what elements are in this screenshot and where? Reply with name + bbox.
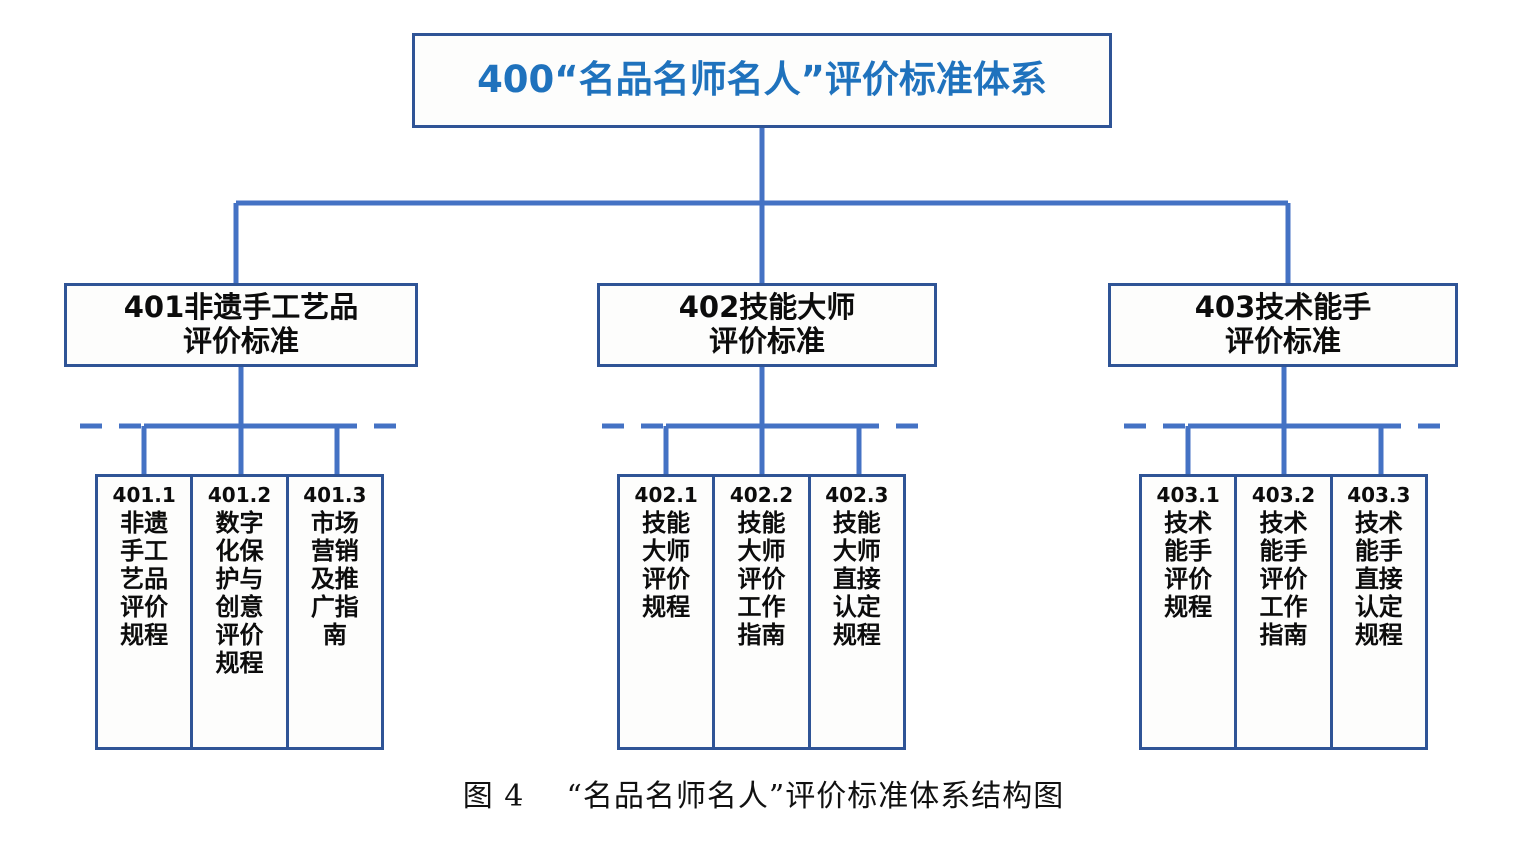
leaf-group-401: 401.1 非遗 手工 艺品 评价 规程 401.2 数字 化保 护与 创意 评… <box>95 474 384 750</box>
node-403-2-label: 技术 能手 评价 工作 指南 <box>1259 509 1308 650</box>
node-402[interactable]: 402技能大师 评价标准 <box>597 283 937 367</box>
leaf-group-403: 403.1 技术 能手 评价 规程 403.2 技术 能手 评价 工作 指南 4… <box>1139 474 1428 750</box>
leaf-group-402: 402.1 技能 大师 评价 规程 402.2 技能 大师 评价 工作 指南 4… <box>617 474 906 750</box>
node-403-3[interactable]: 403.3 技术 能手 直接 认定 规程 <box>1332 477 1425 747</box>
node-401-1-code: 401.1 <box>112 483 176 507</box>
node-403-2[interactable]: 403.2 技术 能手 评价 工作 指南 <box>1237 477 1333 747</box>
node-402-1[interactable]: 402.1 技能 大师 评价 规程 <box>620 477 716 747</box>
node-401-label: 401非遗手工艺品 评价标准 <box>123 290 359 358</box>
node-403-1-code: 403.1 <box>1156 483 1220 507</box>
node-402-1-code: 402.1 <box>634 483 698 507</box>
node-root-label: 400“名品名师名人”评价标准体系 <box>477 58 1047 102</box>
node-402-3-code: 402.3 <box>825 483 889 507</box>
node-402-2[interactable]: 402.2 技能 大师 评价 工作 指南 <box>715 477 811 747</box>
node-402-1-label: 技能 大师 评价 规程 <box>642 509 691 622</box>
node-403-1[interactable]: 403.1 技术 能手 评价 规程 <box>1142 477 1238 747</box>
node-403-2-code: 403.2 <box>1251 483 1316 507</box>
node-401-3-label: 市场 营销 及推 广指 南 <box>310 509 359 650</box>
node-403-label: 403技术能手 评价标准 <box>1194 290 1372 358</box>
node-401-1[interactable]: 401.1 非遗 手工 艺品 评价 规程 <box>98 477 194 747</box>
node-401-3-code: 401.3 <box>303 483 367 507</box>
node-root[interactable]: 400“名品名师名人”评价标准体系 <box>412 33 1112 128</box>
node-402-label: 402技能大师 评价标准 <box>678 290 856 358</box>
node-402-3[interactable]: 402.3 技能 大师 直接 认定 规程 <box>810 477 903 747</box>
node-401-1-label: 非遗 手工 艺品 评价 规程 <box>120 509 169 650</box>
node-403-1-label: 技术 能手 评价 规程 <box>1164 509 1213 622</box>
node-402-3-label: 技能 大师 直接 认定 规程 <box>832 509 881 650</box>
node-401-2-label: 数字 化保 护与 创意 评价 规程 <box>215 509 264 678</box>
node-401-2-code: 401.2 <box>207 483 272 507</box>
node-401-2[interactable]: 401.2 数字 化保 护与 创意 评价 规程 <box>193 477 289 747</box>
figure-caption: 图 4 “名品名师名人”评价标准体系结构图 <box>462 779 1065 814</box>
node-401[interactable]: 401非遗手工艺品 评价标准 <box>64 283 418 367</box>
node-403-3-code: 403.3 <box>1347 483 1411 507</box>
node-402-2-label: 技能 大师 评价 工作 指南 <box>737 509 786 650</box>
node-401-3[interactable]: 401.3 市场 营销 及推 广指 南 <box>288 477 381 747</box>
node-403-3-label: 技术 能手 直接 认定 规程 <box>1354 509 1403 650</box>
node-403[interactable]: 403技术能手 评价标准 <box>1108 283 1458 367</box>
node-402-2-code: 402.2 <box>729 483 794 507</box>
